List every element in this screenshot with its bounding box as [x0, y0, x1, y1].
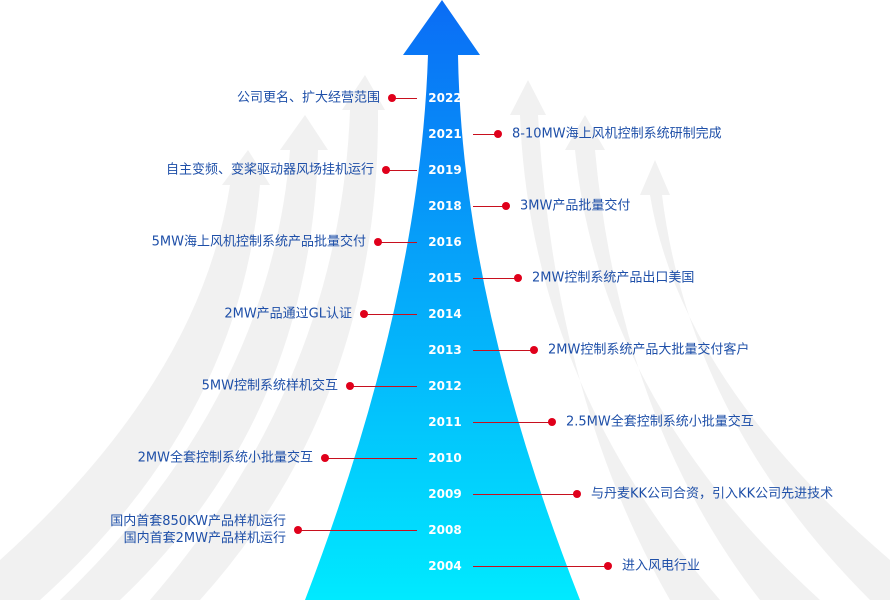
event-line: 公司更名、扩大经营范围	[236, 90, 380, 106]
event-text: 公司更名、扩大经营范围	[237, 90, 380, 107]
connector-line	[473, 566, 608, 567]
event-text: 5MW控制系统样机交互	[202, 378, 338, 395]
connector-line	[392, 98, 417, 99]
event-line: 5MW海上风机控制系统产品批量交付	[151, 234, 366, 250]
main-arrow	[305, 0, 580, 600]
timeline-dot	[346, 382, 354, 390]
event-text: 5MW海上风机控制系统产品批量交付	[152, 234, 366, 251]
event-text: 2MW控制系统产品出口美国	[532, 270, 694, 287]
connector-line	[473, 134, 498, 135]
event-text: 自主变频、变桨驱动器风场挂机运行	[166, 162, 374, 179]
connector-line	[473, 422, 552, 423]
event-text: 进入风电行业	[622, 558, 700, 575]
connector-line	[473, 278, 518, 279]
timeline-dot	[530, 346, 538, 354]
timeline-dot	[360, 310, 368, 318]
event-line: 8-10MW海上风机控制系统研制完成	[512, 126, 722, 142]
background-arrows	[0, 75, 890, 600]
event-line: 2MW全套控制系统小批量交互	[137, 450, 313, 466]
year-label: 2012	[428, 379, 462, 393]
connector-line	[473, 350, 534, 351]
year-label: 2014	[428, 307, 462, 321]
timeline-dot	[514, 274, 522, 282]
event-text: 3MW产品批量交付	[520, 198, 630, 215]
year-label: 2010	[428, 451, 462, 465]
year-label: 2009	[428, 487, 462, 501]
event-line: 3MW产品批量交付	[520, 198, 631, 214]
year-label: 2019	[428, 163, 462, 177]
timeline-dot	[374, 238, 382, 246]
timeline-dot	[294, 526, 302, 534]
timeline-dot	[321, 454, 329, 462]
timeline-dot	[548, 418, 556, 426]
event-line: 与丹麦KK公司合资，引入KK公司先进技术	[591, 486, 834, 502]
year-label: 2004	[428, 559, 462, 573]
event-line: 国内首套2MW产品样机运行	[123, 531, 286, 546]
event-line: 2MW控制系统产品出口美国	[532, 270, 695, 286]
event-text: 2MW产品通过GL认证	[224, 306, 352, 323]
event-text: 2.5MW全套控制系统小批量交互	[566, 414, 754, 431]
connector-line	[473, 206, 506, 207]
connector-line	[364, 314, 417, 315]
connector-line	[473, 494, 577, 495]
year-label: 2011	[428, 415, 462, 429]
event-text: 与丹麦KK公司合资，引入KK公司先进技术	[591, 486, 833, 503]
year-label: 2013	[428, 343, 462, 357]
timeline-dot	[382, 166, 390, 174]
connector-line	[325, 458, 417, 459]
event-line: 2MW控制系统产品大批量交付客户	[548, 342, 750, 358]
event-text: 8-10MW海上风机控制系统研制完成	[512, 126, 722, 143]
year-label: 2021	[428, 127, 462, 141]
connector-line	[378, 242, 417, 243]
event-line: 5MW控制系统样机交互	[201, 378, 338, 394]
timeline-dot	[502, 202, 510, 210]
event-text: 2MW全套控制系统小批量交互	[138, 450, 313, 467]
event-text: 2MW控制系统产品大批量交付客户	[548, 342, 749, 359]
year-label: 2016	[428, 235, 462, 249]
event-line: 自主变频、变桨驱动器风场挂机运行	[165, 162, 374, 178]
timeline-dot	[573, 490, 581, 498]
event-line: 国内首套850KW产品样机运行	[110, 514, 286, 529]
timeline-dot	[604, 562, 612, 570]
connector-line	[350, 386, 417, 387]
connector-line	[386, 170, 417, 171]
event-line: 2MW产品通过GL认证	[224, 306, 352, 322]
year-label: 2008	[428, 523, 462, 537]
event-line: 进入风电行业	[622, 558, 701, 574]
connector-line	[298, 530, 417, 531]
year-label: 2018	[428, 199, 462, 213]
timeline-dot	[494, 130, 502, 138]
timeline-dot	[388, 94, 396, 102]
event-line: 2.5MW全套控制系统小批量交互	[566, 414, 754, 430]
year-label: 2022	[428, 91, 462, 105]
year-label: 2015	[428, 271, 462, 285]
event-text: 国内首套850KW产品样机运行国内首套2MW产品样机运行	[110, 513, 286, 547]
